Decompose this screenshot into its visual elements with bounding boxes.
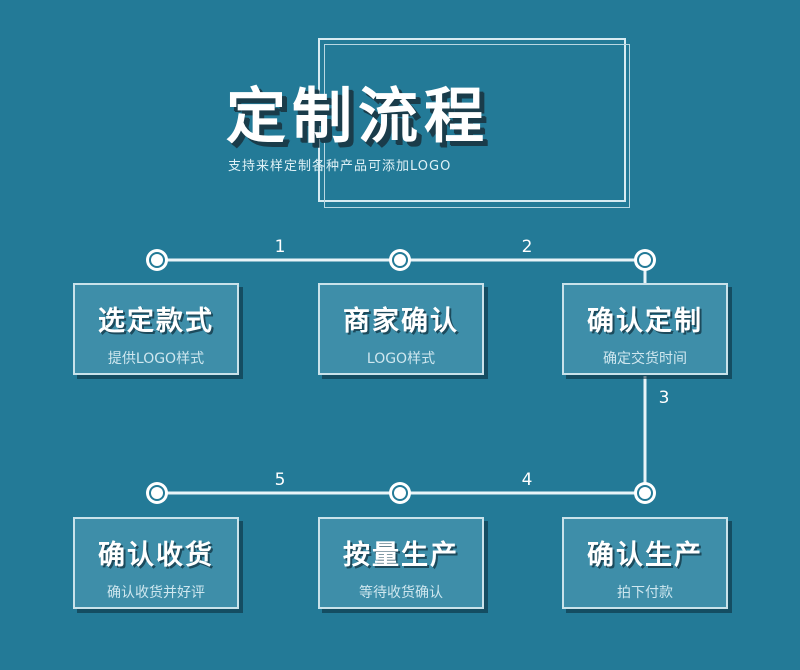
node-dot: [146, 249, 168, 271]
node-dot: [389, 249, 411, 271]
step-box-select-style: 选定款式 提供LOGO样式: [73, 283, 239, 375]
step-desc: 等待收货确认: [359, 585, 443, 601]
step-desc: 确认收货并好评: [107, 585, 205, 601]
step-box-merchant-confirm: 商家确认 LOGO样式: [318, 283, 484, 375]
step-number-4: 4: [521, 470, 533, 490]
title-frame-inner: [324, 44, 630, 208]
step-box-confirm-production: 确认生产 拍下付款: [562, 517, 728, 609]
step-desc: LOGO样式: [366, 351, 436, 367]
step-box-confirm-customization: 确认定制 确定交货时间: [562, 283, 728, 375]
step-box-confirm-receipt: 确认收货 确认收货并好评: [73, 517, 239, 609]
step-title: 确认生产: [587, 540, 703, 571]
node-dot: [634, 249, 656, 271]
node-dot: [389, 482, 411, 504]
node-dot: [634, 482, 656, 504]
step-desc: 拍下付款: [617, 585, 673, 601]
step-desc: 确定交货时间: [603, 351, 687, 367]
step-title: 商家确认: [343, 306, 459, 337]
title-frame-outer: [318, 38, 626, 202]
step-title: 按量生产: [343, 540, 459, 571]
page-title: 定制流程: [226, 82, 490, 152]
step-title: 选定款式: [98, 306, 214, 337]
step-box-mass-production: 按量生产 等待收货确认: [318, 517, 484, 609]
step-number-5: 5: [274, 470, 286, 490]
step-number-3: 3: [658, 388, 670, 408]
step-number-2: 2: [521, 237, 533, 257]
step-desc: 提供LOGO样式: [107, 351, 205, 367]
step-number-1: 1: [274, 237, 286, 257]
step-title: 确认收货: [98, 540, 214, 571]
page-subtitle: 支持来样定制各种产品可添加LOGO: [228, 159, 452, 174]
node-dot: [146, 482, 168, 504]
step-title: 确认定制: [587, 306, 703, 337]
